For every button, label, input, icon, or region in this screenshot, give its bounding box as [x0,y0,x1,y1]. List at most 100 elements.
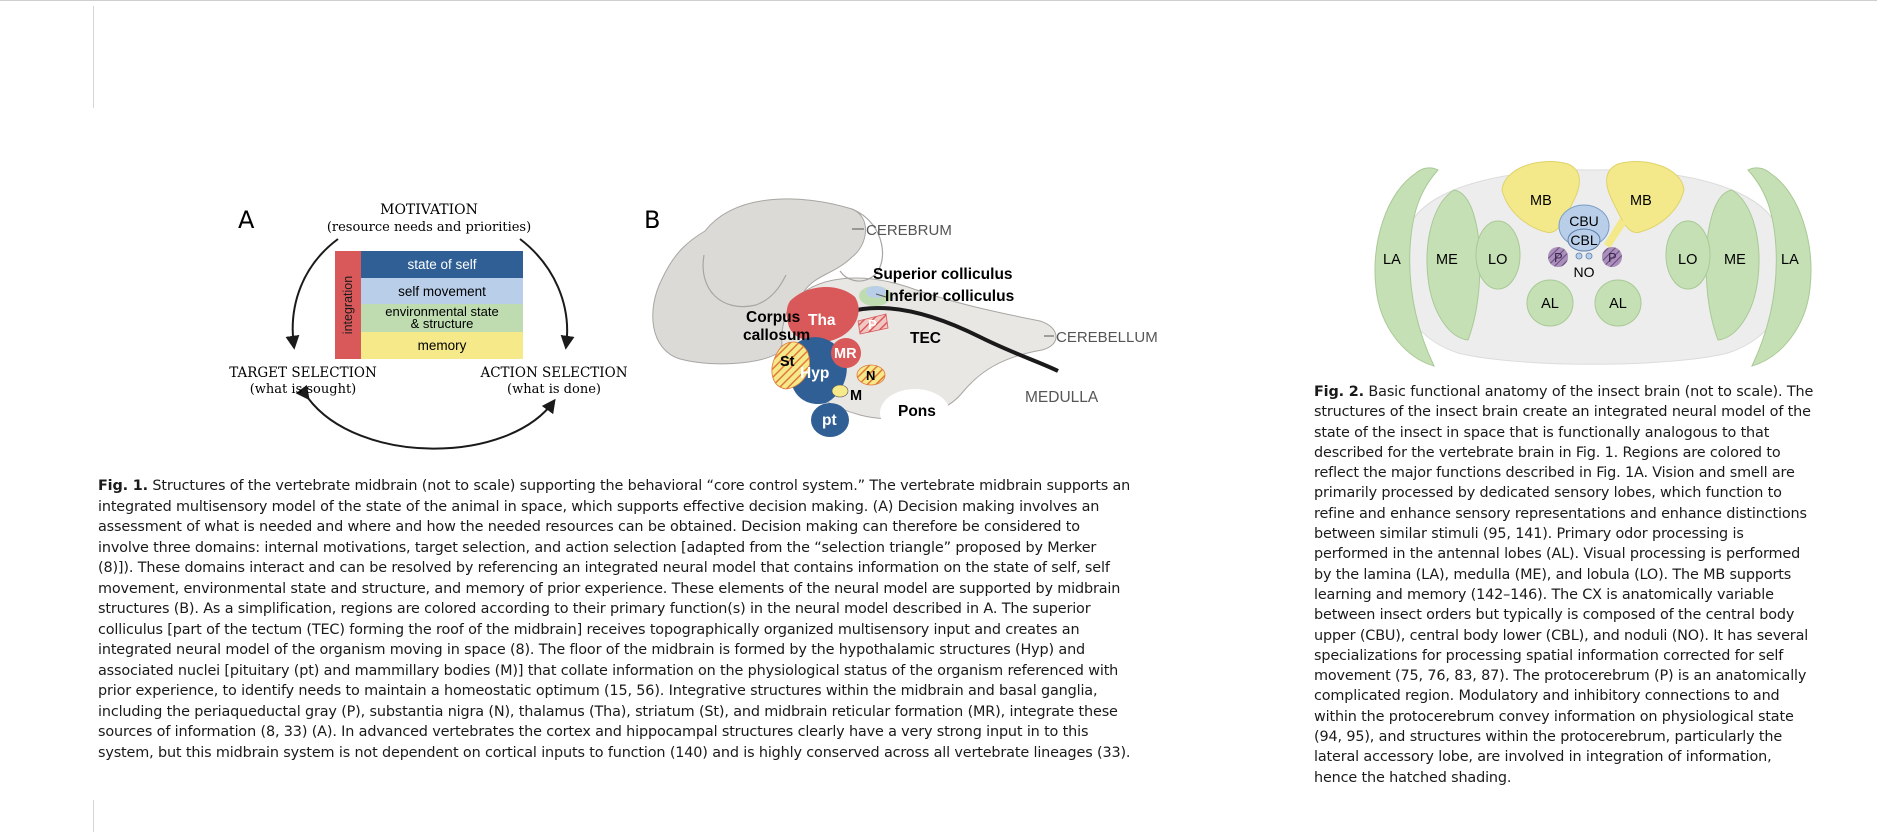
state-of-self-label: state of self [407,257,476,272]
fig2-caption-line: described for the vertebrate brain in Fi… [1314,444,1781,461]
cerebellum-fold-shape [839,208,884,282]
fig2-caption-line: between similar stimuli (95, 141). Prima… [1314,526,1744,543]
fig1-caption-line: associated nuclei [pituitary (pt) and ma… [98,662,1119,679]
fig2-caption-line: within the protocerebrum convey informat… [1314,708,1794,725]
lamina-left [1374,167,1439,367]
fig1-caption-line: integrated neural model of the organism … [98,642,1086,658]
panel-b-letter: B [644,206,660,234]
la-right-label: LA [1781,252,1799,268]
fig2-caption: Fig. 2. Basic functional anatomy of the … [1314,382,1848,788]
fig2-caption-line: between insect orders but typically is c… [1314,607,1795,624]
fig2-caption-line: reflect the major functions described in… [1314,465,1795,482]
target-selection-subtitle: (what is sought) [250,382,357,397]
target-selection-label: TARGET SELECTION [229,365,377,381]
fig1-caption-label: Fig. 1. [98,478,148,494]
fig1-caption-line: system, but this midbrain system is not … [98,744,1131,761]
arrow-motivation-to-target [285,238,339,350]
medulla-left [1426,189,1481,341]
fig2-caption-line: by the lamina (LA), medulla (ME), and lo… [1314,566,1792,583]
fig1-caption-line: sources of information (8, 33) (A). In a… [98,724,1089,740]
antennal-lobe-right [1594,279,1642,327]
fig2-caption-line: (94, 95), and structures within the prot… [1314,729,1783,746]
corpus-label: Corpus [746,309,800,326]
la-left-label: LA [1383,252,1401,268]
fig2-caption-line: state of the insect in space that is fun… [1314,424,1770,441]
fig1-caption-line: prior experience, to identify needs to m… [98,683,1098,699]
action-selection-label: ACTION SELECTION [479,365,627,381]
mushroom-body-stalk-right [1604,218,1626,248]
fig2-caption-line: learning and memory (142–146). The CX is… [1314,586,1774,603]
noduli-left [1575,252,1583,260]
pons-region [880,389,950,437]
arrow-target-action-cycle [295,384,556,450]
p-right-label: P [1608,250,1617,265]
me-right-label: ME [1724,252,1746,268]
protocerebrum-right [1602,247,1622,267]
al-right-label: AL [1609,296,1627,312]
fig1-caption-line: including the periaqueductal gray (P), s… [98,703,1118,720]
pituitary-region [811,403,849,437]
fig2-caption-line: complicated region. Modulatory and inhib… [1314,688,1780,705]
panel-a-letter: A [238,206,255,234]
pituitary-label: pt [822,412,837,429]
integration-label: integration [341,276,355,334]
fig1-panel-a-diagram: A MOTIVATION (resource needs and priorit… [229,202,628,450]
periaqueductal-gray-region [857,313,889,335]
cerebrum-label: CEREBRUM [866,222,952,239]
fig2-caption-line: movement (75, 76, 83, 87). The protocere… [1314,668,1807,685]
action-selection-subtitle: (what is done) [507,382,601,397]
fig2-caption-label: Fig. 2. [1314,384,1364,400]
self-movement-box [361,278,523,304]
fig2-caption-line: structures of the insect brain create an… [1314,404,1811,421]
hypothalamus-label: Hyp [800,365,829,382]
fig1-caption-line: involve three domains: internal motivati… [98,539,1097,556]
mammillary-body-label: M [850,388,862,404]
environmental-state-box [361,304,523,332]
cerebellum-label: CEREBELLUM [1056,329,1158,346]
fig1-caption-line: assessment of what is needed and where a… [98,519,1080,535]
antennal-lobe-left [1526,279,1574,327]
mushroom-body-left [1501,161,1580,234]
central-body-lower [1567,228,1601,252]
lamina-right [1747,167,1812,367]
medulla-label: MEDULLA [1025,389,1099,406]
motivation-subtitle: (resource needs and priorities) [327,220,531,235]
cbl-label: CBL [1570,232,1597,248]
fig2-insect-brain-diagram: MB MB CBU CBL NO P P LA ME LO LO ME LA A… [1374,161,1812,367]
cbu-label: CBU [1569,213,1599,229]
lobula-left [1475,220,1521,290]
fig2-caption-line: refine and enhance sensory representatio… [1314,505,1807,522]
fig2-caption-line: upper (CBU), central body lower (CBL), a… [1314,627,1809,644]
fig1-caption-line: structures (B). As a simplification, reg… [98,601,1091,617]
arrow-motivation-to-action [519,238,575,350]
corpus-callosum-curve [702,254,787,308]
callosum-label: callosum [743,327,810,344]
noduli-right [1585,252,1593,260]
fig1-panel-b-brain-diagram: B CEREBRUM Superior colliculus Inferior … [644,198,1158,437]
mushroom-body-right [1606,161,1685,234]
thalamus-region [786,286,859,343]
me-left-label: ME [1436,252,1458,268]
p-left-label: P [1554,250,1563,265]
fig2-caption-line: hence the hatched shading. [1314,769,1512,786]
fig2-caption-line: performed in the antennal lobes (AL). Vi… [1314,546,1801,563]
fig2-caption-line: primarily processed by dedicated sensory… [1314,485,1782,502]
fig2-caption-line: specializations for processing spatial i… [1314,647,1784,664]
pons-label: Pons [898,403,936,420]
fig1-caption-line: colliculus [part of the tectum (TEC) for… [98,621,1080,638]
tectum-label: TEC [910,330,941,347]
protocerebrum-left [1548,247,1568,267]
superior-colliculus-label: Superior colliculus [873,266,1013,283]
substantia-nigra-label: N [866,368,875,383]
lo-left-label: LO [1488,252,1507,268]
mammillary-body-region [831,384,849,398]
thalamus-label: Tha [808,312,836,329]
mb-left-label: MB [1530,193,1552,209]
periaqueductal-gray-label: P [868,317,877,332]
environmental-structure-label: & structure [411,316,474,331]
fig1-caption: Fig. 1. Structures of the vertebrate mid… [98,476,1288,763]
lobula-right [1665,220,1711,290]
no-label: NO [1574,264,1595,280]
page-top-border [0,0,1877,1]
midbrain-reticular-formation-region [831,338,861,368]
